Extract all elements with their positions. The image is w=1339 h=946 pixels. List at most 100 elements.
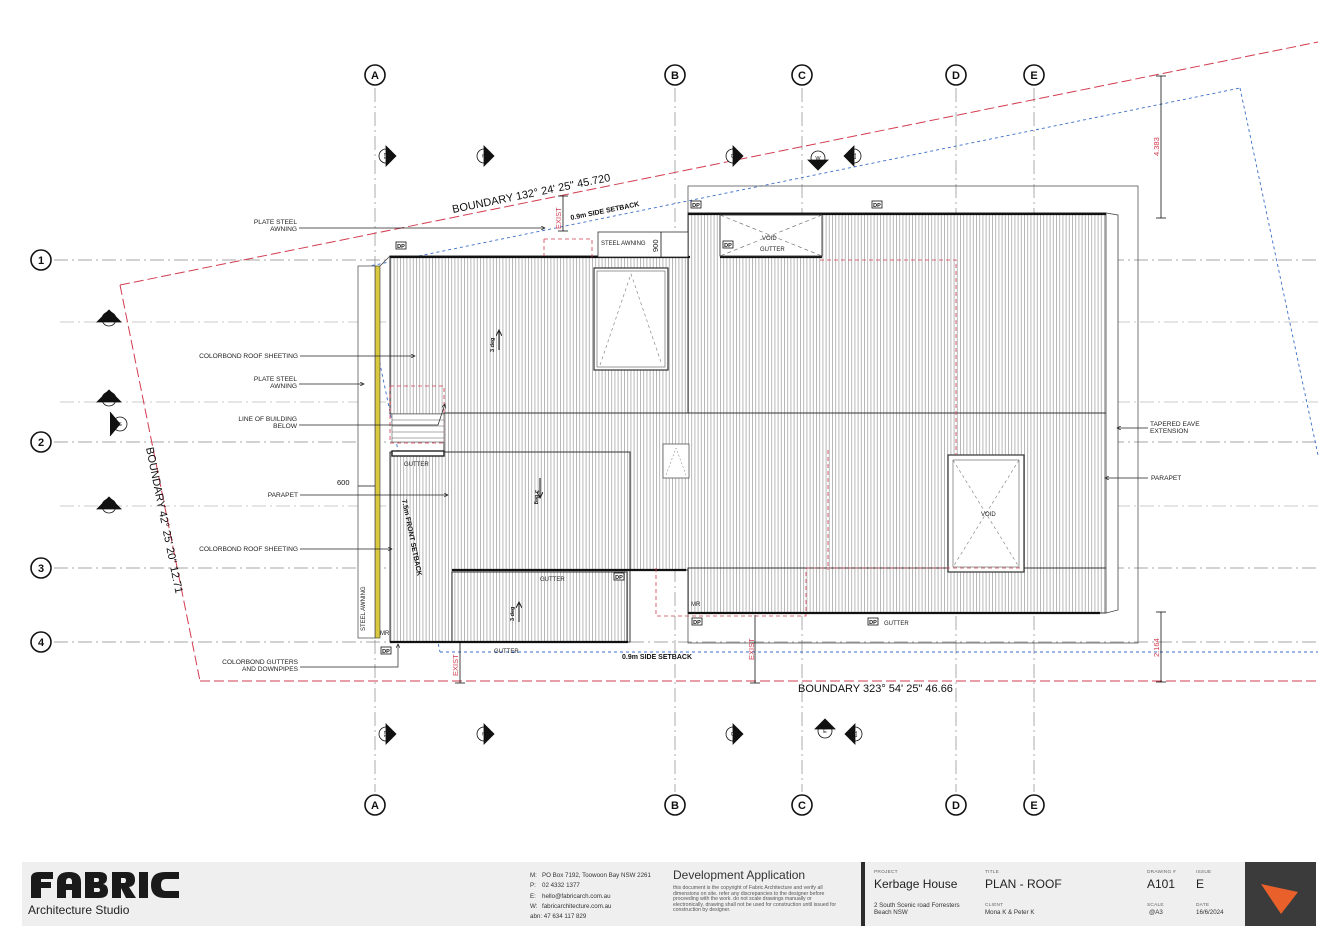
side-setback-top-label: 0.9m SIDE SETBACK xyxy=(570,201,640,222)
scale-value: @A3 xyxy=(1149,909,1163,916)
gutter-void-label: GUTTER xyxy=(760,247,785,253)
colorbond-gutters-label: AND DOWNPIPES xyxy=(242,666,299,673)
dp-label: DP xyxy=(724,243,732,249)
dp-label: DP xyxy=(382,649,390,655)
section-marker-label: E1 xyxy=(382,153,388,160)
dp-label: DP xyxy=(873,203,881,209)
dp-label: DP xyxy=(615,575,623,581)
section-marker-label: B xyxy=(107,397,111,403)
gutter-mid-label: GUTTER xyxy=(540,577,565,583)
slope-label: 3 deg xyxy=(510,607,516,621)
plate-steel-awning-mid-label: AWNING xyxy=(270,383,297,390)
tapered-eave-label: TAPERED EAVE xyxy=(1150,421,1200,428)
section-marker-label: C xyxy=(107,504,111,510)
stage-title: Development Application xyxy=(673,868,806,882)
grid-label-3: 3 xyxy=(38,563,44,575)
issue-label: ISSUE xyxy=(1196,870,1212,875)
line-of-building-label: BELOW xyxy=(273,423,298,430)
grid-label-1: 1 xyxy=(38,255,44,267)
section-marker-label: D xyxy=(729,732,735,736)
gutter-right-label: GUTTER xyxy=(884,621,909,627)
plate-steel-awning-top-label: PLATE STEEL xyxy=(254,219,297,226)
client-label: CLIENT xyxy=(985,903,1004,908)
void-right-label: VOID xyxy=(981,512,996,518)
section-marker-label: E2 xyxy=(852,153,858,160)
dp-label: DP xyxy=(693,620,701,626)
grid-label-2: 2 xyxy=(38,437,44,449)
section-marker-label: E1 xyxy=(382,731,388,738)
steel-awning-label: STEEL AWNING xyxy=(601,241,646,247)
colorbond-roof-bottom-label: COLORBOND ROOF SHEETING xyxy=(199,546,298,553)
title-block: Architecture Studio M:PO Box 7192, Toowo… xyxy=(22,862,1316,926)
plate-steel-awning-mid-label: PLATE STEEL xyxy=(254,376,297,383)
section-marker-label: W xyxy=(815,156,821,162)
side-setback-bottom-label: 0.9m SIDE SETBACK xyxy=(622,654,692,661)
site-boundary xyxy=(119,41,1319,682)
drawing-title: PLAN - ROOF xyxy=(985,877,1062,891)
issue-value: E xyxy=(1196,877,1205,891)
section-marker-label: A xyxy=(107,317,111,323)
plate-steel-awning-top-label: AWNING xyxy=(270,226,297,233)
exist-dimension: EXIST xyxy=(451,654,460,676)
contact-details: M:PO Box 7192, Toowoon Bay NSW 2261 P:02… xyxy=(530,872,651,921)
slope-label: 3 deg xyxy=(490,338,496,352)
boundary-left-label: BOUNDARY 42° 25' 20" 12.71 xyxy=(143,446,184,594)
grid-label-c-top: C xyxy=(798,70,806,82)
drawing-number-label: DRAWING # xyxy=(1147,870,1176,875)
section-marker-label: E xyxy=(823,729,827,735)
grid-bubbles xyxy=(30,64,1045,816)
grid-label-a-top: A xyxy=(371,70,379,82)
section-marker-label: D xyxy=(729,154,735,158)
grid-label-e-bottom: E xyxy=(1030,800,1037,812)
studio-name: Architecture Studio xyxy=(28,903,130,917)
grid-label-b-bottom: B xyxy=(671,800,679,812)
gutter-bottom-label: GUTTER xyxy=(494,649,519,655)
title-label: TITLE xyxy=(985,870,1000,875)
project-address: 2 South Scenic road Forresters Beach NSW xyxy=(874,902,960,916)
drawing-number: A101 xyxy=(1147,877,1176,891)
parapet-left-label: PARAPET xyxy=(268,492,298,499)
dimension-parapet: 600 xyxy=(337,478,350,487)
grid-label-d-bottom: D xyxy=(952,800,960,812)
roof-sheeting xyxy=(389,212,1107,643)
boundary-bottom-label: BOUNDARY 323° 54' 25" 46.66 xyxy=(798,683,953,695)
steel-awning-vertical-label: STEEL AWNING xyxy=(361,586,367,631)
slope-label: 3 deg xyxy=(533,490,539,504)
section-marker-label: E xyxy=(480,732,486,736)
grid-label-e-top: E xyxy=(1030,70,1037,82)
triangle-logo-icon xyxy=(1261,884,1298,914)
date-value: 16/6/2024 xyxy=(1196,909,1224,916)
roof-plan-drawing: A B C D E A B C D E 1 2 3 4 xyxy=(30,41,1319,816)
parapet-right-label: PARAPET xyxy=(1151,475,1181,482)
section-markers xyxy=(96,145,863,745)
colorbond-gutters-label: COLORBOND GUTTERS xyxy=(222,659,298,666)
section-marker-label: E xyxy=(480,154,486,158)
mr-label: MR xyxy=(691,602,701,608)
mr-label: MR xyxy=(380,631,390,637)
grid-label-4: 4 xyxy=(38,637,45,649)
gutter-label: GUTTER xyxy=(404,462,429,468)
brand-mark xyxy=(1245,862,1316,926)
date-label: DATE xyxy=(1196,903,1210,908)
copyright-note: this document is the copyright of Fabric… xyxy=(673,885,837,914)
project-label: PROJECT xyxy=(874,870,898,875)
section-marker-label: E2 xyxy=(853,731,859,738)
client-name: Mona K & Peter K xyxy=(985,909,1035,916)
colorbond-roof-top-label: COLORBOND ROOF SHEETING xyxy=(199,353,298,360)
grid-label-c-bottom: C xyxy=(798,800,806,812)
exist-dimension: EXIST xyxy=(747,638,756,660)
grid-label-b-top: B xyxy=(671,70,679,82)
dimension-right-top: 4.383 xyxy=(1152,137,1161,156)
dp-label: DP xyxy=(869,620,877,626)
title-block-divider xyxy=(861,862,865,926)
dimension-right-bottom: 2.164 xyxy=(1152,638,1161,657)
dp-label: DP xyxy=(692,203,700,209)
scale-label: SCALE xyxy=(1147,903,1164,908)
fabric-logo xyxy=(31,872,179,898)
boundary-top-label: BOUNDARY 132° 24' 25" 45.720 xyxy=(451,172,611,216)
tapered-eave-label: EXTENSION xyxy=(1150,428,1188,435)
grid-label-a-bottom: A xyxy=(371,800,379,812)
dimension-awning: 900 xyxy=(651,239,660,252)
exist-dimension: EXIST xyxy=(554,207,563,229)
dp-label: DP xyxy=(397,244,405,250)
